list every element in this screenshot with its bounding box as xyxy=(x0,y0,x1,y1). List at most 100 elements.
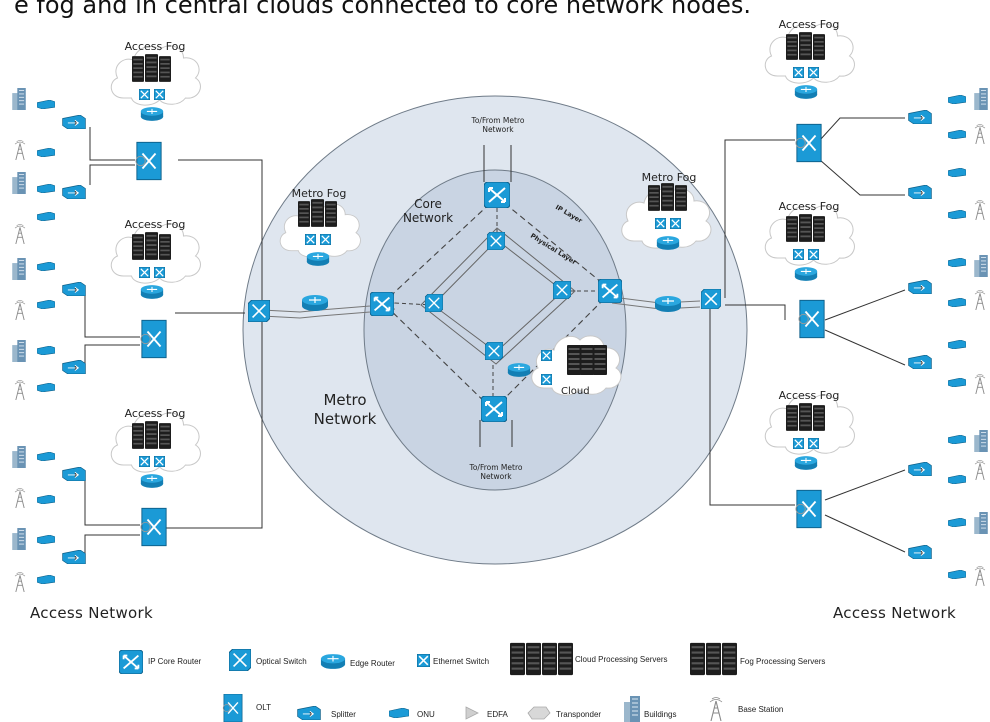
metro-fog-label-right: Metro Fog xyxy=(641,171,697,184)
legend-optical-switch: Optical Switch xyxy=(256,657,307,666)
fog-server xyxy=(145,54,158,82)
ip-layer-diamond xyxy=(382,196,613,411)
splitter-icon xyxy=(62,550,86,564)
onu-icon xyxy=(37,184,55,193)
fog-server xyxy=(799,214,812,242)
legend-buildings: Buildings xyxy=(644,710,677,719)
optical-switch-icon xyxy=(553,281,571,299)
ethernet-switch-icon xyxy=(793,249,804,260)
olt-uplink xyxy=(178,159,263,310)
olt-icon xyxy=(140,319,168,359)
fog-server xyxy=(813,34,825,60)
building-icon xyxy=(12,340,26,362)
olt-link xyxy=(819,159,905,196)
access-fog-label-6: Access Fog xyxy=(778,389,840,402)
ethernet-switch-icon xyxy=(670,218,681,229)
olt-icon xyxy=(135,141,163,181)
base-station-icon xyxy=(974,124,986,144)
ethernet-switch-icon xyxy=(541,350,552,361)
onu-icon xyxy=(948,130,966,139)
ip-core-router-icon xyxy=(598,279,622,303)
onu-icon xyxy=(948,258,966,267)
metro-fog-label-left: Metro Fog xyxy=(291,187,347,200)
building-icon xyxy=(974,512,988,534)
building-icon xyxy=(12,446,26,468)
building-icon xyxy=(12,172,26,194)
legend-onu-icon xyxy=(389,708,409,718)
onu-icon xyxy=(37,575,55,584)
base-station-icon xyxy=(14,572,26,592)
legend-base-station-icon xyxy=(709,697,723,721)
ethernet-switch-icon xyxy=(808,438,819,449)
physical-layer-diamond-outer xyxy=(420,227,576,365)
legend-transponder-icon xyxy=(527,706,551,720)
legend-fog-server xyxy=(722,642,737,676)
legend-fog-server xyxy=(706,642,721,676)
onu-icon xyxy=(37,148,55,157)
building-icon xyxy=(974,255,988,277)
splitter-icon xyxy=(62,467,86,481)
splitter-icon xyxy=(908,110,932,124)
optical-switch-icon xyxy=(701,289,721,309)
splitter-icon xyxy=(62,360,86,374)
ethernet-switch-icon xyxy=(793,67,804,78)
onu-icon xyxy=(948,210,966,219)
to-from-metro-top: To/From Metro Network xyxy=(471,116,525,134)
ip-core-router-icon xyxy=(484,182,510,208)
olt-link xyxy=(84,534,140,560)
cloud-server xyxy=(580,345,594,375)
fog-server xyxy=(786,34,798,60)
access-fog-label-2: Access Fog xyxy=(124,218,186,231)
olt-uplink xyxy=(709,298,795,506)
olt-link xyxy=(84,290,140,338)
olt-uplink xyxy=(725,304,786,320)
onu-icon xyxy=(37,262,55,271)
legend-cloud-server xyxy=(510,642,525,676)
onu-icon xyxy=(948,298,966,307)
fog-server xyxy=(159,423,171,449)
legend-edfa: EDFA xyxy=(487,710,508,719)
base-station-icon xyxy=(14,140,26,160)
ethernet-switch-icon xyxy=(320,234,331,245)
edge-router-icon xyxy=(794,85,818,99)
fog-server xyxy=(813,216,825,242)
legend-splitter: Splitter xyxy=(331,710,356,719)
optical-switch-icon xyxy=(425,294,443,312)
base-station-icon xyxy=(14,224,26,244)
fog-server xyxy=(145,232,158,260)
legend-ethernet-switch: Ethernet Switch xyxy=(433,657,490,666)
olt-icon xyxy=(795,123,823,163)
ip-core-router-icon xyxy=(370,292,394,316)
onu-icon xyxy=(948,570,966,579)
olt-icon xyxy=(795,489,823,529)
base-station-icon xyxy=(974,460,986,480)
ethernet-switch-icon xyxy=(154,89,165,100)
building-icon xyxy=(974,88,988,110)
splitter-icon xyxy=(62,115,86,129)
edge-router-icon xyxy=(656,236,680,250)
onu-icon xyxy=(948,95,966,104)
fog-server xyxy=(145,421,158,449)
splitter-icon xyxy=(908,185,932,199)
ethernet-switch-icon xyxy=(139,267,150,278)
legend-optical-switch-icon xyxy=(229,649,251,671)
connection-lines xyxy=(84,95,906,565)
cloud-server xyxy=(593,345,607,375)
edge-router-icon xyxy=(794,456,818,470)
olt-icon xyxy=(140,507,168,547)
fog-server xyxy=(786,405,798,431)
splitter-icon xyxy=(908,545,932,559)
fog-server xyxy=(159,234,171,260)
legend-cloud-server xyxy=(542,642,557,676)
base-station-icon xyxy=(974,200,986,220)
edge-router-icon xyxy=(140,474,164,488)
fog-server xyxy=(786,216,798,242)
fog-server xyxy=(132,423,144,449)
splitter-icon xyxy=(62,185,86,199)
ethernet-switch-icon xyxy=(305,234,316,245)
optical-switch-icon xyxy=(487,232,505,250)
ethernet-switch-icon xyxy=(808,249,819,260)
splitter-icon xyxy=(908,462,932,476)
edge-router-icon xyxy=(140,285,164,299)
core-network-label: Core Network xyxy=(402,197,454,225)
